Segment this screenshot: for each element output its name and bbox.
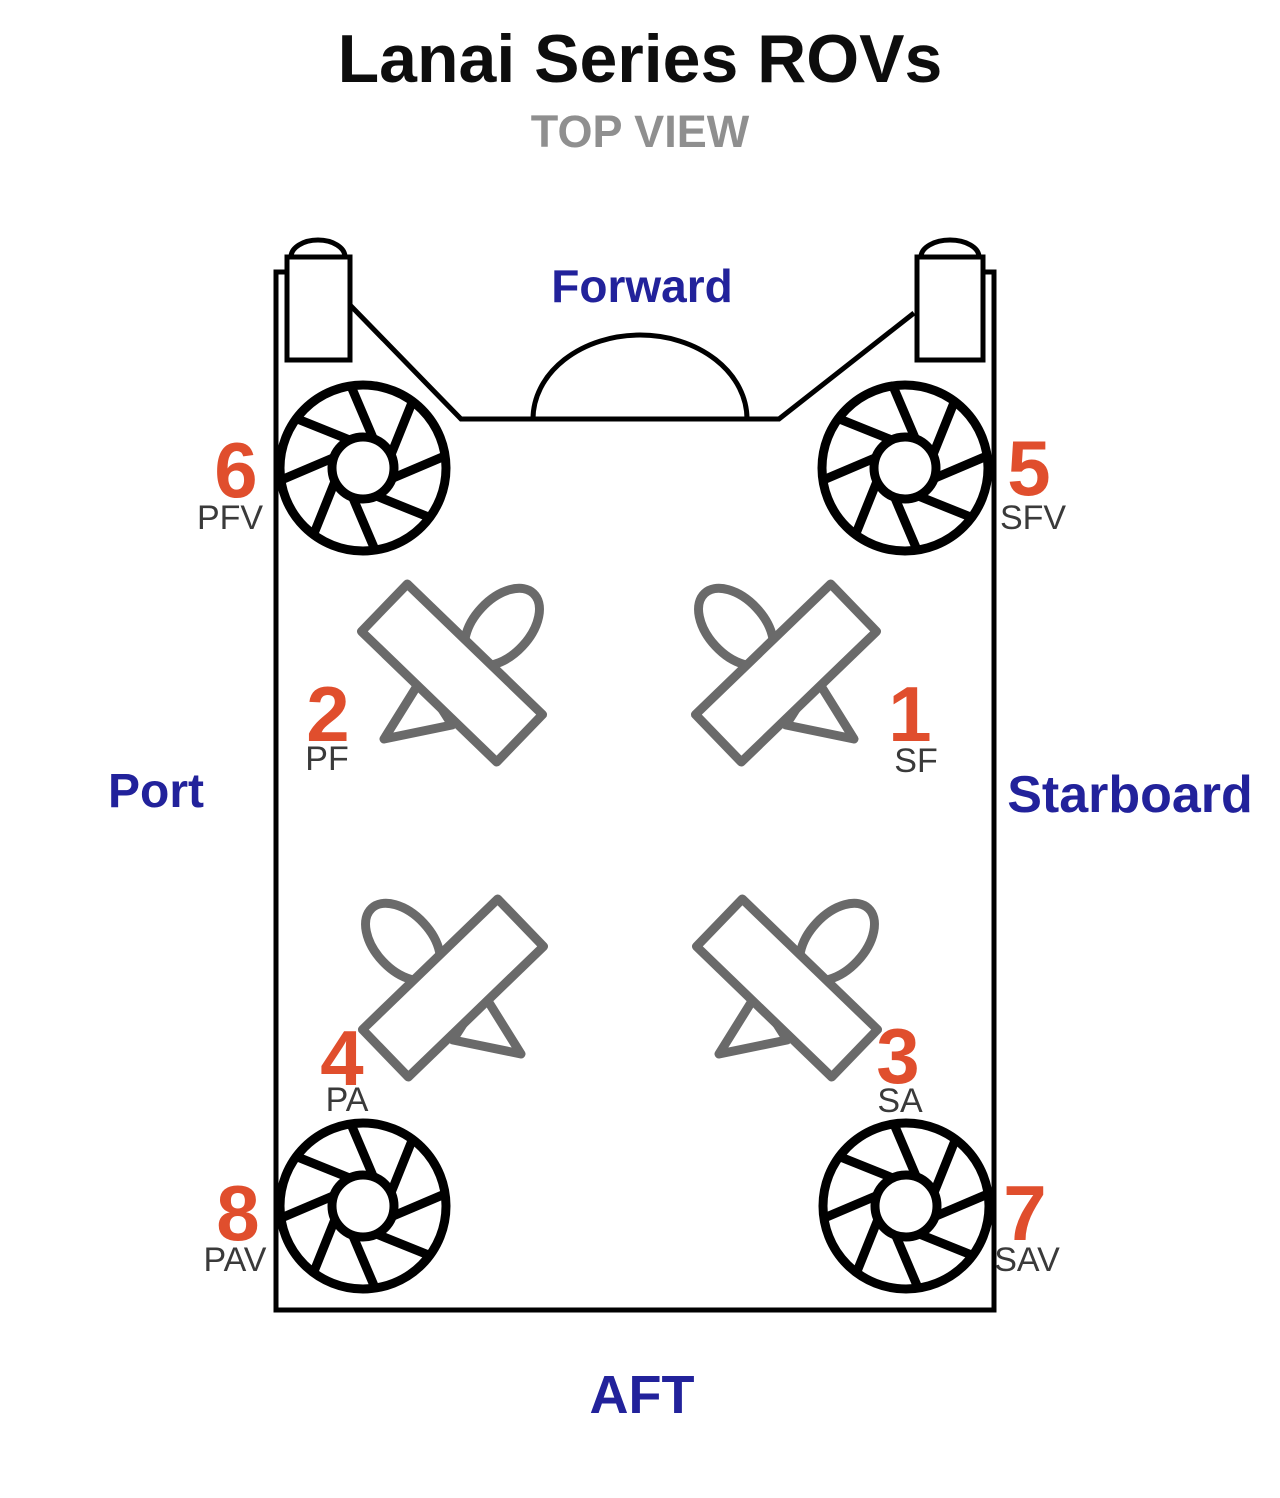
thruster-2-code: PF [305, 740, 348, 778]
camera-dome [530, 332, 750, 420]
thruster-5-code: SFV [1000, 499, 1066, 537]
starboard-float-pod [914, 254, 986, 363]
vectored-thruster-2-icon [361, 574, 553, 762]
forward-label: Forward [551, 260, 732, 312]
thruster-1-code: SF [894, 742, 937, 780]
thruster-1-number: 1 [888, 670, 931, 758]
port-float-cap [288, 237, 348, 258]
vectored-thruster-3-icon [696, 889, 888, 1077]
page-title: Lanai Series ROVs [338, 21, 943, 97]
thruster-7-number: 7 [1003, 1169, 1046, 1257]
page-subtitle: TOP VIEW [531, 106, 750, 157]
thruster-7-code: SAV [994, 1241, 1060, 1279]
thruster-6-code: PFV [197, 499, 263, 537]
thruster-3-code: SA [877, 1082, 923, 1120]
fan-thruster-5-icon [822, 385, 988, 551]
aft-label: AFT [590, 1365, 695, 1425]
fan-thruster-8-icon [280, 1123, 446, 1289]
port-label: Port [108, 765, 204, 818]
fan-thruster-7-icon [823, 1123, 989, 1289]
thruster-8-number: 8 [216, 1169, 259, 1257]
thruster-5-number: 5 [1007, 424, 1050, 512]
thruster-4-code: PA [326, 1081, 369, 1119]
thruster-3-number: 3 [876, 1012, 919, 1100]
starboard-float-cap [918, 237, 982, 258]
bow-outline [348, 303, 916, 422]
rov-frame-outline [273, 269, 997, 1313]
port-float-pod [284, 254, 353, 363]
starboard-label: Starboard [1007, 766, 1253, 824]
vectored-thruster-4-icon [351, 889, 543, 1077]
thruster-8-code: PAV [204, 1241, 267, 1279]
vectored-thruster-1-icon [684, 574, 876, 762]
thruster-4-number: 4 [320, 1014, 363, 1102]
thruster-6-number: 6 [214, 426, 257, 514]
thruster-2-number: 2 [306, 670, 349, 758]
fan-thruster-6-icon [280, 385, 446, 551]
